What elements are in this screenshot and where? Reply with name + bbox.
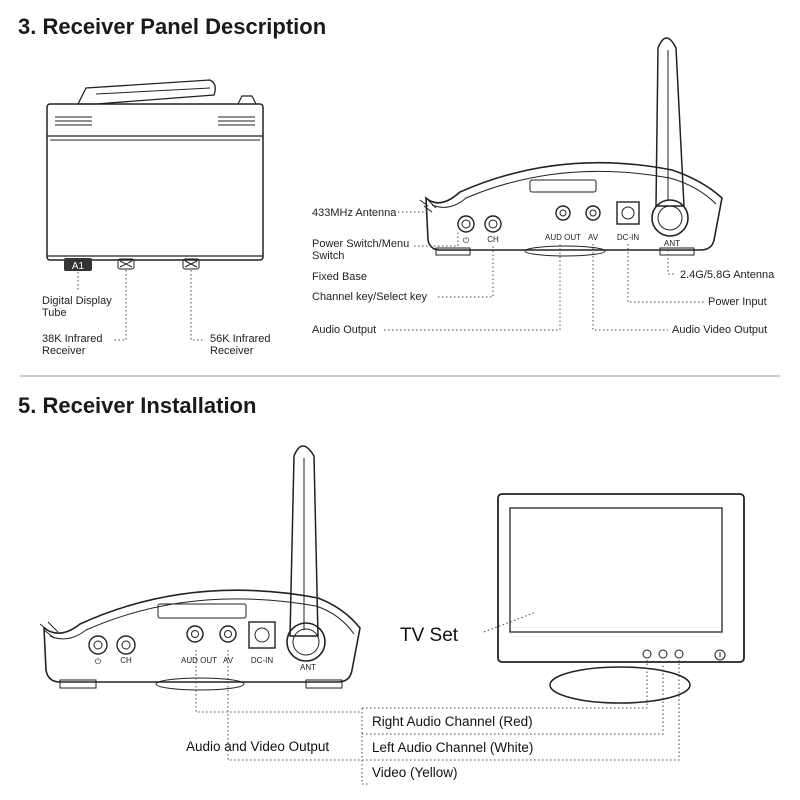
label-433-antenna: 433MHz Antenna: [312, 207, 397, 219]
label-power-input: Power Input: [708, 296, 767, 308]
label-audio-output: Audio Output: [312, 324, 376, 336]
cable-left-audio: Left Audio Channel (White): [372, 740, 533, 755]
receiver-top-view: [46, 79, 264, 261]
label-power-switch: Power Switch/Menu: [312, 238, 409, 250]
ch-mark-install: CH: [120, 656, 132, 665]
label-ir-38k: 38K Infrared: [42, 333, 103, 345]
label-digital-display-2: Tube: [42, 307, 67, 319]
ch-mark: CH: [487, 235, 499, 244]
tv-set: [497, 493, 745, 704]
section5-title: 5. Receiver Installation: [18, 393, 256, 418]
dcin-mark-install: DC-IN: [251, 656, 273, 665]
ir-receiver-38k-icon: [117, 258, 135, 270]
label-power-switch-2: Switch: [312, 250, 344, 262]
label-ir-38k-2: Receiver: [42, 345, 86, 357]
audout-mark: AUD OUT: [545, 233, 581, 242]
receiver-rear-panel: [419, 37, 723, 257]
label-ir-56k-2: Receiver: [210, 345, 254, 357]
label-av-output: Audio Video Output: [672, 324, 767, 336]
label-digital-display: Digital Display: [42, 295, 112, 307]
audout-mark-install: AUD OUT: [181, 656, 217, 665]
tv-set-label: TV Set: [400, 625, 459, 646]
ant-mark-install: ANT: [300, 663, 316, 672]
ant-mark: ANT: [664, 239, 680, 248]
display-readout: A1: [72, 261, 85, 272]
receiver-rear-panel-install: [39, 445, 361, 691]
cable-video: Video (Yellow): [372, 765, 458, 780]
power-mark-install: ⏻: [95, 657, 102, 666]
section3-title: 3. Receiver Panel Description: [18, 14, 326, 39]
ir-receiver-56k-icon: [182, 258, 200, 270]
power-mark: ⏻: [463, 236, 470, 245]
cable-right-audio: Right Audio Channel (Red): [372, 714, 533, 729]
dcin-mark: DC-IN: [617, 233, 639, 242]
av-mark: AV: [588, 233, 599, 242]
label-channel-key: Channel key/Select key: [312, 291, 427, 303]
digital-display-tube: [64, 258, 92, 271]
av-mark-install: AV: [223, 656, 234, 665]
label-ir-56k: 56K Infrared: [210, 333, 271, 345]
label-fixed-base: Fixed Base: [312, 271, 367, 283]
av-output-label: Audio and Video Output: [186, 739, 329, 754]
label-24-antenna: 2.4G/5.8G Antenna: [680, 269, 775, 281]
